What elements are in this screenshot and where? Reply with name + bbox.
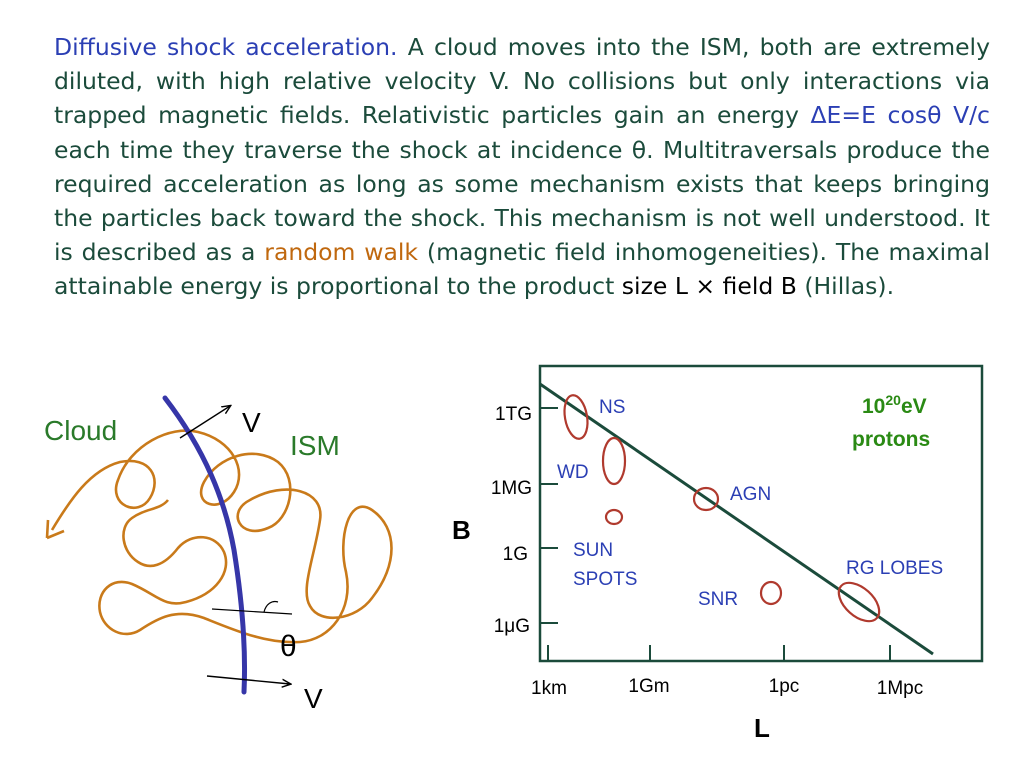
y-tick-label-1tg: 1TG: [495, 404, 532, 425]
random-walk-arrowhead: [45, 519, 65, 540]
ns-ellipse: [563, 394, 589, 440]
velocity-arrow-bottom: [206, 675, 290, 684]
paragraph-text-2: each time they traverse the shock at inc…: [54, 135, 990, 267]
energy-label-unit: eV: [901, 395, 927, 418]
sun-spots-ellipse: [604, 508, 624, 526]
rg-lobes-ellipse: [837, 581, 881, 623]
rg-lobes-label: RG LOBES: [846, 558, 943, 579]
wd-ellipse: [601, 436, 627, 486]
agn-label: AGN: [730, 484, 771, 505]
shock-front: [162, 395, 248, 695]
energy-label: 1020eV: [862, 392, 927, 418]
energy-label-exponent: 20: [885, 392, 901, 408]
x-axis-label: L: [754, 713, 770, 743]
x-tick-label-1pc: 1pc: [769, 676, 800, 697]
paragraph-text-3: (magnetic field inhomogeneities). The ma…: [54, 238, 991, 301]
paragraph-title: Diffusive shock acceleration.: [54, 33, 398, 61]
paragraph-text-1: A cloud moves into the ISM, both are ext…: [54, 33, 990, 130]
energy-label-protons: protons: [852, 428, 930, 451]
energy-gain-formula: ΔE=E cosθ V/c: [810, 101, 990, 130]
ns-label: NS: [599, 397, 625, 418]
random-walk-path: [50, 429, 393, 644]
hillas-plot: 1TG 1MG 1G 1μG 1km 1Gm 1pc 1Mpc B L 1020…: [452, 364, 984, 743]
snr-ellipse: [759, 580, 783, 606]
hillas-limit-line: [539, 382, 934, 656]
agn-ellipse: [692, 486, 720, 512]
ism-label: ISM: [290, 430, 340, 461]
x-tick-label-1km: 1km: [531, 678, 567, 699]
size-field-product: size L × field B: [621, 272, 797, 301]
plot-frame: [538, 364, 984, 663]
velocity-arrow-top: [179, 406, 230, 439]
spots-label: SPOTS: [573, 569, 637, 590]
y-tick-label-1g: 1G: [503, 544, 528, 565]
y-tick-label-1mg: 1MG: [491, 478, 532, 499]
incidence-angle-arc: [263, 600, 279, 613]
angle-theta-label: θ: [280, 630, 297, 663]
wd-label: WD: [557, 462, 589, 483]
paragraph-text-4: (Hillas).: [796, 272, 895, 301]
shock-diagram: Cloud ISM V V θ: [44, 395, 393, 714]
y-axis-label: B: [452, 515, 471, 545]
shock-tangent-line: [211, 608, 293, 615]
y-tick-label-1ug: 1μG: [494, 616, 530, 637]
x-tick-label-1mpc: 1Mpc: [877, 678, 923, 699]
description-paragraph: Diffusive shock acceleration. A cloud mo…: [54, 30, 990, 304]
energy-label-base: 10: [862, 395, 885, 418]
cloud-label: Cloud: [44, 415, 117, 446]
random-walk-term: random walk: [264, 238, 419, 267]
velocity-label-bottom: V: [304, 683, 323, 714]
velocity-label-top: V: [242, 407, 261, 438]
sun-label: SUN: [573, 540, 613, 561]
x-tick-label-1gm: 1Gm: [628, 676, 669, 697]
snr-label: SNR: [698, 589, 738, 610]
